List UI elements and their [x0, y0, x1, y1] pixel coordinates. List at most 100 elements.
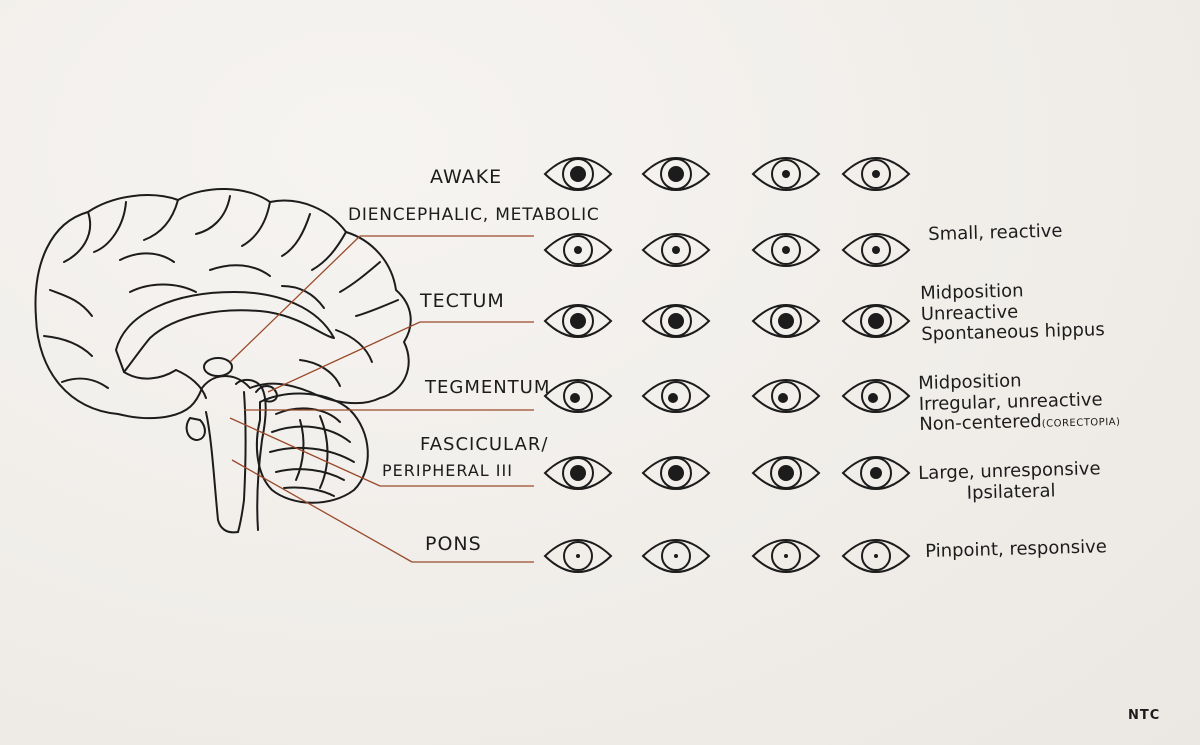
eye-outline	[841, 304, 911, 338]
desc-tectum: Midposition Unreactive Spontaneous hippu…	[920, 279, 1105, 346]
pupil-offcenter	[778, 393, 788, 403]
label-awake: AWAKE	[430, 166, 503, 188]
pupil-small	[574, 246, 582, 254]
pupil-large	[668, 465, 684, 481]
eye-outline	[751, 304, 821, 338]
pupil-offcenter	[570, 393, 580, 403]
eye-outline	[841, 456, 911, 490]
eye-iris	[771, 159, 801, 189]
eye-diencephalic-4	[841, 233, 911, 267]
desc-tegmentum-line-3-text: Non-centered	[919, 411, 1042, 436]
eye-outline	[841, 157, 911, 191]
eye-iris	[562, 158, 594, 190]
eye-outline	[641, 456, 711, 490]
eye-outline	[641, 379, 711, 413]
pupil-large	[778, 465, 794, 481]
leader-tectum	[267, 321, 421, 393]
eye-outline	[751, 157, 821, 191]
eye-outline	[841, 539, 911, 573]
eye-tegmentum-3	[751, 379, 821, 413]
eye-iris	[861, 541, 891, 571]
eye-iris	[562, 305, 594, 337]
desc-fascicular: Large, unresponsive Ipsilateral	[918, 458, 1101, 505]
eye-tectum-3	[751, 304, 821, 338]
eye-iris	[660, 305, 692, 337]
eye-outline	[841, 379, 911, 413]
eye-diencephalic-3	[751, 233, 821, 267]
pupil-small	[872, 246, 880, 254]
label-diencephalic-metabolic: DIENCEPHALIC, METABOLIC	[348, 205, 600, 225]
label-tegmentum: TEGMENTUM	[425, 377, 551, 398]
eye-iris	[563, 381, 593, 411]
eye-outline	[543, 157, 613, 191]
label-tectum: TECTUM	[420, 290, 505, 312]
eye-outline	[543, 379, 613, 413]
pupil-small	[872, 170, 880, 178]
eye-tegmentum-4	[841, 379, 911, 413]
label-fascicular: FASCICULAR/	[420, 434, 549, 455]
desc-corectopia-note: (CORECTOPIA)	[1041, 417, 1121, 431]
pupil-offcenter	[668, 393, 678, 403]
signature: NTC	[1128, 708, 1161, 723]
eye-iris	[660, 158, 692, 190]
pupil-small	[672, 246, 680, 254]
eye-fascicular-1	[543, 456, 613, 490]
eye-awake-2	[641, 157, 711, 191]
eye-tectum-4	[841, 304, 911, 338]
eye-pons-4	[841, 539, 911, 573]
eye-iris	[771, 381, 801, 411]
eye-iris	[771, 235, 801, 265]
pupil-grid	[543, 157, 911, 573]
eye-iris	[562, 457, 594, 489]
eye-iris	[861, 381, 891, 411]
eye-tectum-2	[641, 304, 711, 338]
eye-iris	[770, 457, 802, 489]
pupil-pinpoint	[674, 554, 678, 558]
pupil-small	[782, 170, 790, 178]
eye-outline	[641, 157, 711, 191]
eye-fascicular-4	[841, 456, 911, 490]
eye-tegmentum-1	[543, 379, 613, 413]
pupil-large	[668, 166, 684, 182]
eye-outline	[641, 539, 711, 573]
eye-outline	[751, 379, 821, 413]
leader-pons	[231, 459, 413, 563]
eye-iris	[861, 159, 891, 189]
pupil-small	[782, 246, 790, 254]
eye-outline	[751, 539, 821, 573]
eye-iris	[661, 541, 691, 571]
eye-iris	[860, 305, 892, 337]
pupil-large	[570, 166, 586, 182]
eye-diencephalic-1	[543, 233, 613, 267]
leader-lines	[229, 235, 534, 563]
eye-pons-1	[543, 539, 613, 573]
eye-outline	[543, 233, 613, 267]
desc-diencephalic-line-1: Small, reactive	[927, 220, 1063, 245]
pupil-pinpoint	[784, 554, 788, 558]
leader-diencephalic	[229, 235, 361, 363]
eye-pons-3	[751, 539, 821, 573]
eye-outline	[841, 233, 911, 267]
eye-fascicular-3	[751, 456, 821, 490]
leader-fascicular	[229, 417, 381, 487]
eye-outline	[543, 304, 613, 338]
eye-iris	[563, 235, 593, 265]
brain-illustration	[34, 187, 412, 534]
eye-diencephalic-2	[641, 233, 711, 267]
eye-iris	[770, 305, 802, 337]
eye-iris	[563, 541, 593, 571]
pupil-large	[668, 313, 684, 329]
pupil-large	[570, 313, 586, 329]
eye-outline	[543, 456, 613, 490]
eye-outline	[543, 539, 613, 573]
label-pons: PONS	[425, 533, 482, 555]
eye-awake-1	[543, 157, 613, 191]
pupil-pinpoint	[874, 554, 878, 558]
eye-awake-4	[841, 157, 911, 191]
eye-iris	[661, 235, 691, 265]
pupil-large	[778, 313, 794, 329]
pupil-large	[868, 313, 884, 329]
eye-tegmentum-2	[641, 379, 711, 413]
